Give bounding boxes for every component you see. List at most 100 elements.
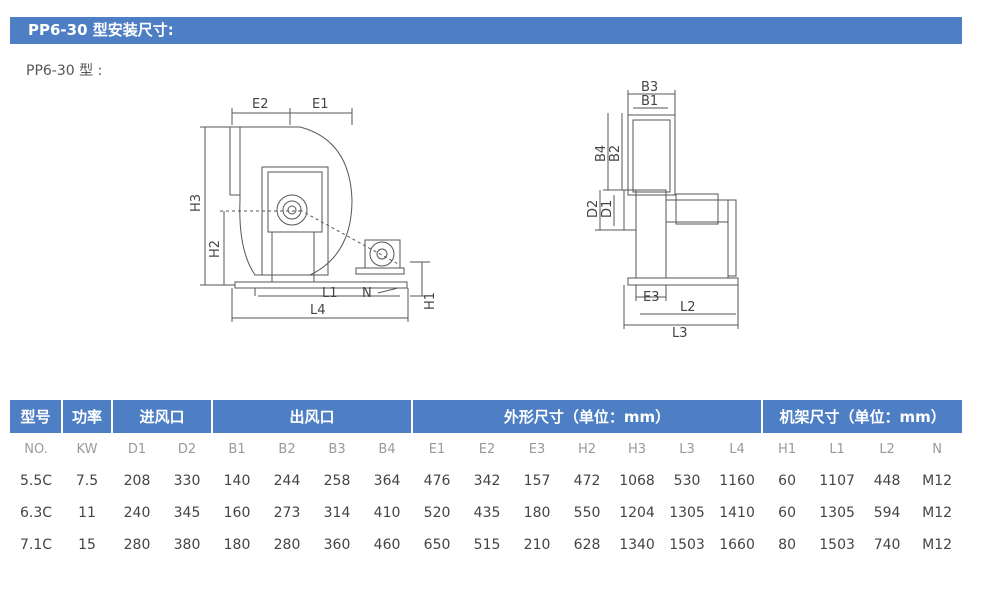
table-cell: 160 — [223, 505, 251, 521]
col-header: NO. — [24, 441, 48, 457]
col-header: L2 — [879, 441, 895, 457]
table-cell: 60 — [778, 473, 796, 489]
col-header: B2 — [278, 441, 296, 457]
label-b2: B2 — [608, 145, 623, 162]
table-cell: 650 — [423, 537, 451, 553]
table-cell: 476 — [423, 473, 451, 489]
section-title-bar: PP6-30 型安装尺寸: — [10, 17, 962, 44]
label-h3: H3 — [189, 194, 204, 212]
table-cell: 280 — [273, 537, 301, 553]
table-cell: 140 — [223, 473, 251, 489]
table-cell: 1660 — [719, 537, 755, 553]
label-d1: D1 — [600, 200, 615, 218]
table-cell: 210 — [523, 537, 551, 553]
label-h1: H1 — [423, 292, 438, 310]
table-column-header-row: NO. KW D1 D2 B1 B2 B3 B4 E1 E2 E3 H2 H3 … — [10, 433, 962, 465]
col-header: B4 — [378, 441, 396, 457]
label-b4: B4 — [594, 145, 609, 162]
model-subtitle: PP6-30 型 : — [26, 63, 103, 79]
col-header: E1 — [428, 441, 446, 457]
col-header: L1 — [829, 441, 845, 457]
table-cell: 244 — [273, 473, 301, 489]
table-cell: 80 — [778, 537, 796, 553]
table-cell: 157 — [523, 473, 551, 489]
col-header: H2 — [578, 441, 597, 457]
col-header: E3 — [528, 441, 546, 457]
col-header: KW — [76, 441, 98, 457]
col-header: E2 — [478, 441, 496, 457]
col-header: B3 — [328, 441, 346, 457]
side-view-drawing — [200, 108, 430, 322]
table-cell: 11 — [78, 505, 96, 521]
table-cell: 240 — [123, 505, 151, 521]
table-cell: 314 — [323, 505, 351, 521]
label-e2: E2 — [252, 97, 269, 112]
table-cell: 360 — [323, 537, 351, 553]
table-cell: 435 — [473, 505, 501, 521]
table-cell: 1305 — [819, 505, 855, 521]
table-cell: 472 — [573, 473, 601, 489]
group-inlet: 进风口 — [112, 400, 214, 433]
col-header: N — [932, 441, 942, 457]
table-cell: 208 — [123, 473, 151, 489]
col-header: D2 — [177, 441, 197, 457]
label-l3: L3 — [672, 326, 688, 341]
table-cell: 1503 — [819, 537, 855, 553]
table-cell: 6.3C — [19, 505, 53, 521]
table-cell: 520 — [423, 505, 451, 521]
table-cell: 460 — [373, 537, 401, 553]
table-cell: 410 — [373, 505, 401, 521]
table-cell: M12 — [922, 505, 953, 521]
table-cell: 1410 — [719, 505, 755, 521]
section-title: PP6-30 型安装尺寸: — [28, 21, 174, 39]
table-cell: 740 — [873, 537, 901, 553]
col-header: H1 — [778, 441, 797, 457]
table-cell: 550 — [573, 505, 601, 521]
table-cell: 1340 — [619, 537, 655, 553]
label-d2: D2 — [586, 200, 601, 218]
table-cell: 380 — [173, 537, 201, 553]
group-outlet: 出风口 — [212, 400, 414, 433]
group-model: 型号 — [10, 400, 63, 433]
table-cell: 180 — [523, 505, 551, 521]
label-l2: L2 — [680, 300, 696, 315]
label-b3: B3 — [641, 80, 658, 95]
table-cell: 628 — [573, 537, 601, 553]
table-cell: 273 — [273, 505, 301, 521]
table-cell: 345 — [173, 505, 201, 521]
dimension-labels: E2 E1 H3 H2 L1 N H1 L4 B3 B1 B4 B2 D2 D1… — [189, 80, 696, 341]
table-cell: 60 — [778, 505, 796, 521]
group-overall-dimensions: 外形尺寸（单位：mm） — [412, 400, 764, 433]
table-cell: M12 — [922, 473, 953, 489]
label-e1: E1 — [312, 97, 329, 112]
table-cell: 1503 — [669, 537, 705, 553]
label-h2: H2 — [208, 240, 223, 258]
table-cell: 1160 — [719, 473, 755, 489]
table-row: 7.1C 15 280 380 180 280 360 460 650 515 … — [10, 529, 962, 561]
table-cell: 448 — [873, 473, 901, 489]
table-cell: 180 — [223, 537, 251, 553]
label-l4: L4 — [310, 303, 326, 318]
col-header: L3 — [679, 441, 695, 457]
col-header: B1 — [228, 441, 246, 457]
group-frame-dimensions: 机架尺寸（单位：mm） — [762, 400, 963, 433]
table-cell: M12 — [922, 537, 953, 553]
table-cell: 594 — [873, 505, 901, 521]
table-cell: 1204 — [619, 505, 655, 521]
col-header: L4 — [729, 441, 745, 457]
technical-drawing: E2 E1 H3 H2 L1 N H1 L4 B3 B1 B4 B2 D2 D1… — [189, 80, 739, 341]
table-cell: 530 — [673, 473, 701, 489]
label-l1: L1 — [322, 286, 338, 301]
table-cell: 364 — [373, 473, 401, 489]
col-header: H3 — [628, 441, 647, 457]
table-cell: 258 — [323, 473, 351, 489]
front-view-drawing — [595, 90, 739, 329]
col-header: D1 — [127, 441, 147, 457]
table-row: 5.5C 7.5 208 330 140 244 258 364 476 342… — [10, 465, 962, 497]
label-b1: B1 — [641, 94, 658, 109]
table-group-header: 型号 功率 进风口 出风口 外形尺寸（单位：mm） 机架尺寸（单位：mm） — [10, 400, 963, 433]
table-cell: 7.1C — [19, 537, 53, 553]
table-row: 6.3C 11 240 345 160 273 314 410 520 435 … — [10, 497, 962, 529]
label-n: N — [362, 286, 372, 301]
table-cell: 7.5 — [75, 473, 99, 489]
